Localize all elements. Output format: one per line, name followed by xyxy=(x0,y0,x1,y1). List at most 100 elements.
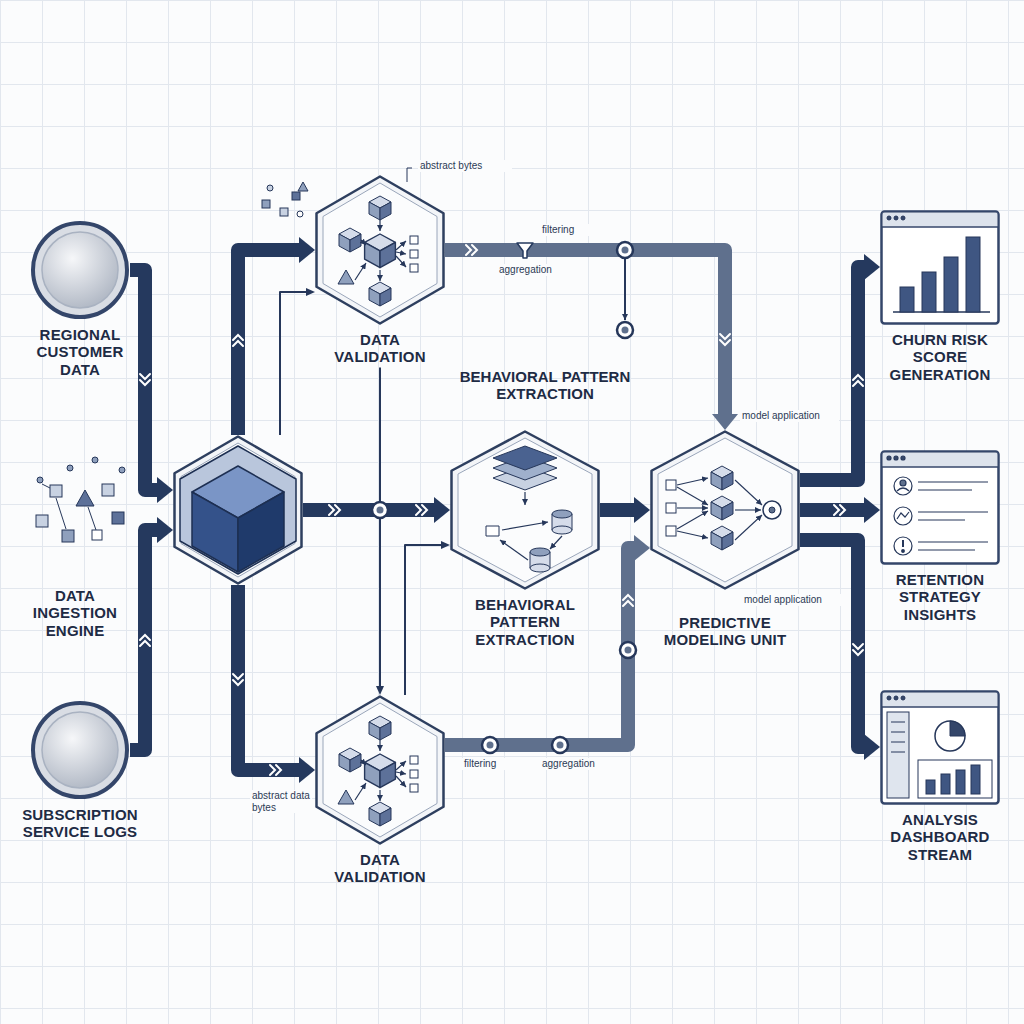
connector xyxy=(405,545,441,695)
dashboard-icon xyxy=(971,765,980,794)
circle-sphere xyxy=(42,712,118,788)
hexagon-outline xyxy=(317,177,444,324)
bar-chart-icon xyxy=(894,216,898,220)
connector xyxy=(800,540,864,747)
flow-chevron xyxy=(853,644,863,655)
bar-chart-icon xyxy=(901,216,905,220)
panel-header xyxy=(883,453,998,467)
connector xyxy=(800,267,864,480)
pattern-icons xyxy=(493,446,557,470)
hexagon-outline xyxy=(317,697,444,844)
node-text-block: REGIONAL CUSTOMER DATA xyxy=(28,326,132,378)
funnel-symbol xyxy=(517,243,533,258)
insight-list-icon xyxy=(897,488,909,491)
junction-dot xyxy=(482,737,498,753)
flow-chevron xyxy=(233,335,243,346)
flow-chevron xyxy=(140,245,863,775)
dashboard-icon xyxy=(891,742,905,743)
pattern-icons xyxy=(500,492,562,560)
insight-list-icon xyxy=(918,541,988,542)
hexagon-outline xyxy=(652,432,799,589)
model-icons xyxy=(677,531,708,538)
node-label: DATA VALIDATION xyxy=(315,331,445,366)
model-icons xyxy=(666,466,781,550)
validation-icons xyxy=(338,196,418,306)
insight-list-icon xyxy=(887,456,891,460)
insight-list-icon xyxy=(897,512,909,519)
source-circle-outline xyxy=(30,700,130,800)
dashboard-icon xyxy=(950,721,965,736)
annotation: model application xyxy=(742,594,841,606)
pattern-icons xyxy=(552,526,572,534)
abstract-bytes-cluster xyxy=(267,185,273,191)
data-bytes-cluster xyxy=(37,477,43,483)
node-label: REGIONAL CUSTOMER DATA xyxy=(28,326,132,378)
bar-chart-icon xyxy=(887,216,990,312)
junction-dot xyxy=(617,242,633,258)
node-text-block: PREDICTIVE MODELING UNIT xyxy=(650,614,800,649)
node-text-block: SUBSCRIPTION SERVICE LOGS xyxy=(15,806,145,841)
circle-ring xyxy=(33,703,127,797)
annotation: aggregation xyxy=(540,758,614,770)
connector xyxy=(130,530,157,750)
pattern-icons xyxy=(530,548,550,556)
model-icons xyxy=(677,507,708,508)
junction-dot xyxy=(624,259,626,320)
annotation: abstract bytes xyxy=(418,160,512,172)
data-bytes-cluster xyxy=(92,530,102,540)
junction-dot xyxy=(552,737,568,753)
hexagon-inner xyxy=(181,443,295,577)
node-text-block: CHURN RISK SCORE GENERATION xyxy=(875,331,1005,383)
dashboard-icon xyxy=(887,696,992,798)
panel-header xyxy=(883,213,998,227)
dashboard-icon xyxy=(894,696,898,700)
flow-chevron xyxy=(233,674,243,685)
insight-list-icon xyxy=(918,481,988,482)
pattern-icons xyxy=(552,510,572,518)
connector xyxy=(238,250,299,435)
dashboard-icon xyxy=(918,760,992,798)
validation-icons xyxy=(338,196,418,826)
bar-chart-icon xyxy=(966,237,980,312)
insight-list-icon xyxy=(918,489,972,490)
hexagon-outline xyxy=(452,432,599,589)
connector xyxy=(379,368,381,687)
bar-chart-icon xyxy=(887,216,891,220)
dashboard-icon xyxy=(887,712,909,798)
bar-chart-icon xyxy=(900,287,914,312)
pattern-icons xyxy=(500,540,528,560)
insight-list-icon xyxy=(918,519,965,520)
node-label: RETENTION STRATEGY INSIGHTS xyxy=(875,571,1005,623)
node-text-block: DATA VALIDATION xyxy=(315,851,445,886)
flow-chevron xyxy=(416,505,427,515)
node-label: PREDICTIVE MODELING UNIT xyxy=(650,614,800,649)
junction-dot xyxy=(372,242,636,753)
node-label: DATA INGESTION ENGINE xyxy=(20,587,130,639)
panel-header-line xyxy=(882,226,998,228)
data-bytes-cluster xyxy=(88,507,96,530)
model-icons xyxy=(666,503,676,513)
circle-sphere xyxy=(42,232,118,308)
pattern-icons xyxy=(502,522,548,530)
insight-list-icon xyxy=(918,511,988,512)
connector xyxy=(130,270,157,490)
model-icons xyxy=(735,480,762,505)
insight-list-icon xyxy=(894,537,912,555)
flow-chevron xyxy=(140,374,150,385)
engine-cube xyxy=(180,446,296,574)
model-icons xyxy=(763,501,781,519)
node-label: SUBSCRIPTION SERVICE LOGS xyxy=(15,806,145,841)
insight-list-icon xyxy=(894,456,898,460)
funnel-symbol xyxy=(517,243,533,258)
data-bytes-cluster xyxy=(36,515,48,527)
hexagon-inner xyxy=(323,183,437,317)
model-icons xyxy=(666,480,676,490)
dashboard-icon xyxy=(941,774,950,794)
hexagon-inner xyxy=(323,703,437,837)
flow-chevron xyxy=(140,635,150,646)
connector xyxy=(303,503,434,517)
data-bytes-cluster xyxy=(67,465,73,471)
node-label: ANALYSIS DASHBOARD STREAM xyxy=(875,811,1005,863)
node-text-block: ANALYSIS DASHBOARD STREAM xyxy=(875,811,1005,863)
